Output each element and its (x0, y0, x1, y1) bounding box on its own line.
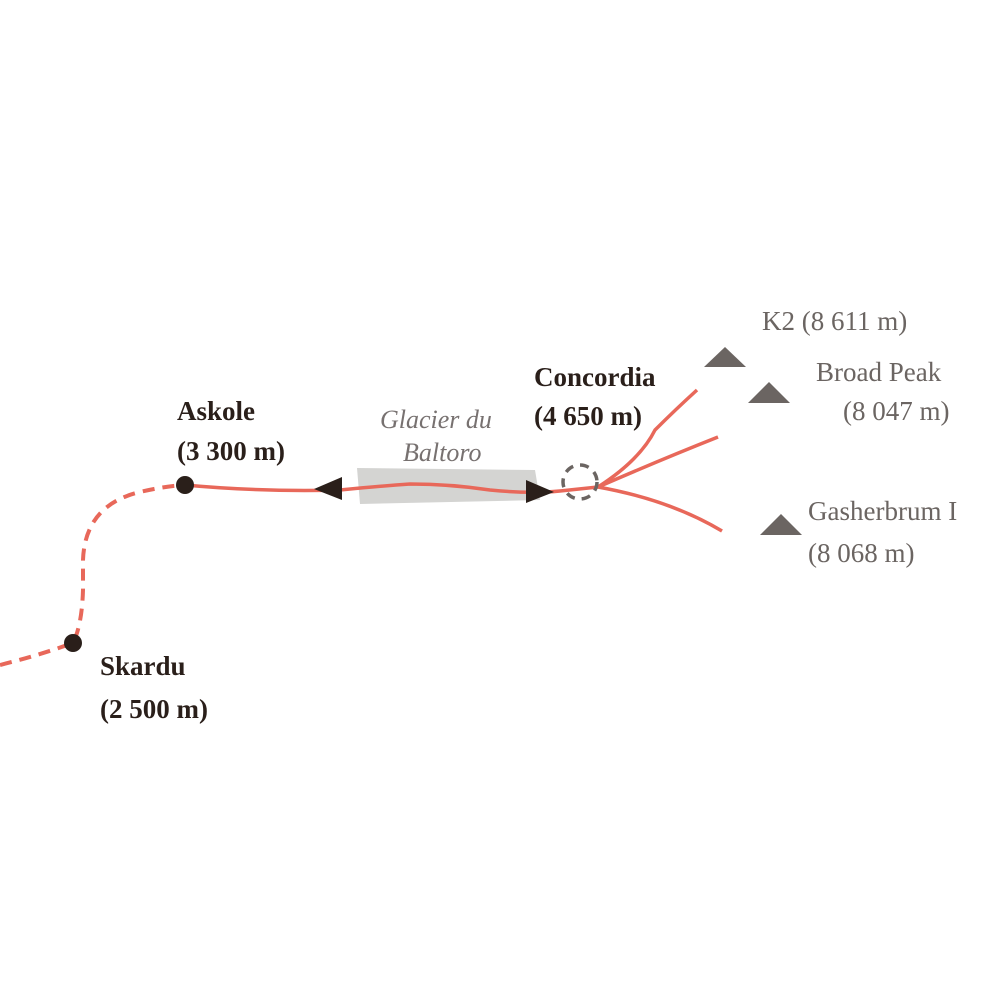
road-route-dashed (0, 483, 186, 667)
broad-peak-name: Broad Peak (816, 357, 942, 387)
skardu-altitude: (2 500 m) (100, 694, 208, 724)
concordia-altitude: (4 650 m) (534, 401, 642, 431)
askole-altitude: (3 300 m) (177, 436, 285, 466)
trek-route (184, 482, 599, 495)
broad-peak-altitude: (8 047 m) (843, 396, 949, 426)
skardu-dot-icon (64, 634, 82, 652)
askole-name: Askole (177, 396, 255, 426)
arrow-right-icon (526, 480, 554, 503)
route-branch-broad-peak (597, 435, 719, 489)
arrow-left-icon (314, 477, 342, 500)
gasherbrum-altitude: (8 068 m) (808, 538, 914, 568)
k2-peak-icon (704, 347, 746, 367)
gasherbrum-peak-icon (760, 514, 802, 535)
skardu-name: Skardu (100, 651, 186, 681)
gasherbrum-name: Gasherbrum I (808, 496, 957, 526)
route-branch-gasherbrum (597, 485, 723, 533)
k2-label: K2 (8 611 m) (762, 306, 907, 336)
concordia-name: Concordia (534, 362, 656, 392)
askole-dot-icon (176, 476, 194, 494)
route-branch-k2 (597, 388, 699, 489)
broad-peak-icon (748, 382, 790, 403)
concordia-marker-icon (561, 463, 599, 501)
glacier-label-line2: Baltoro (403, 438, 481, 467)
glacier-label-line1: Glacier du (380, 405, 492, 434)
